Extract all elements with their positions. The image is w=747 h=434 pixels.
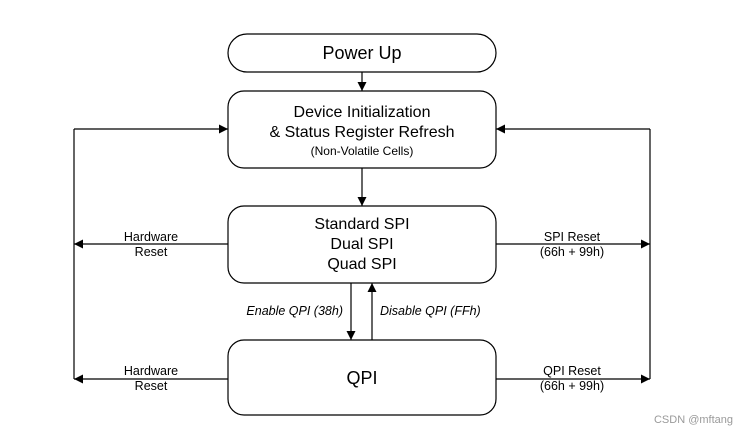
- hw-reset-top-line1: Hardware: [124, 230, 178, 244]
- spi-modes-node: Standard SPI Dual SPI Quad SPI: [227, 205, 497, 284]
- qpi-node: QPI: [227, 339, 497, 416]
- hw-reset-top-line2: Reset: [135, 245, 168, 259]
- spi-mode-quad: Quad SPI: [327, 256, 396, 273]
- spi-mode-standard: Standard SPI: [314, 216, 409, 233]
- spi-mode-dual: Dual SPI: [330, 236, 393, 253]
- device-init-node: Device Initialization & Status Register …: [227, 90, 497, 169]
- watermark: CSDN @mftang: [653, 414, 733, 426]
- power-up-node: Power Up: [227, 33, 497, 73]
- qpi-reset-line1: QPI Reset: [543, 364, 601, 378]
- qpi-reset-line2: (66h + 99h): [540, 379, 604, 393]
- hw-reset-bottom-line2: Reset: [135, 379, 168, 393]
- spi-reset-line1: SPI Reset: [544, 230, 601, 244]
- device-init-line2: & Status Register Refresh: [270, 124, 455, 141]
- device-init-line1: Device Initialization: [294, 104, 431, 121]
- enable-qpi-label: Enable QPI (38h): [246, 304, 343, 318]
- spi-reset-line2: (66h + 99h): [540, 245, 604, 259]
- hw-reset-bottom-line1: Hardware: [124, 364, 178, 378]
- device-init-line3: (Non-Volatile Cells): [311, 144, 414, 158]
- qpi-label: QPI: [346, 368, 377, 388]
- power-up-label: Power Up: [322, 43, 401, 63]
- disable-qpi-label: Disable QPI (FFh): [380, 304, 481, 318]
